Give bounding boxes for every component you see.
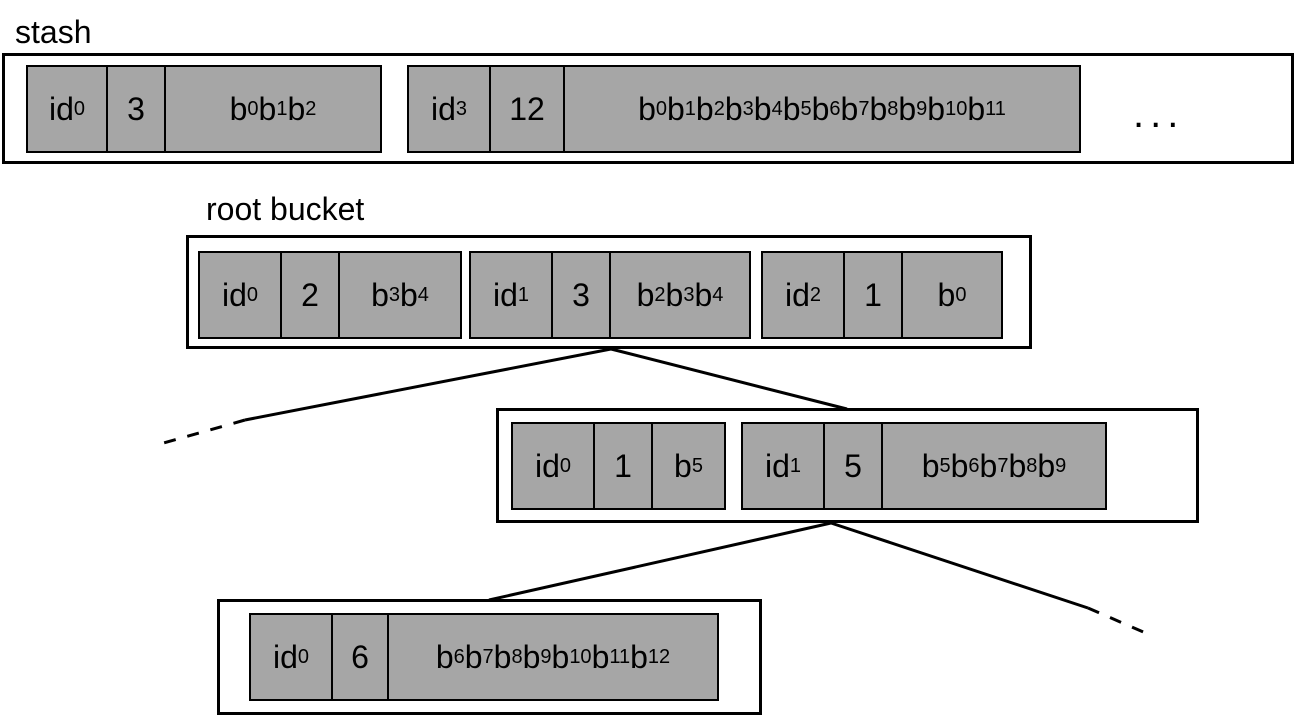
data-token-letter: b xyxy=(665,276,684,313)
stash-label: stash xyxy=(15,14,92,50)
block-id-text: id xyxy=(492,276,518,313)
data-token-letter: b xyxy=(674,447,692,484)
data-token-letter: b xyxy=(695,90,714,127)
data-token-letter: b xyxy=(950,447,969,484)
data-token-letter: b xyxy=(753,90,772,127)
link-middle-to-right xyxy=(830,521,1089,610)
data-token-letter: b xyxy=(400,276,418,313)
data-token-letter: b xyxy=(464,638,483,675)
block-count-cell: 3 xyxy=(553,253,611,337)
data-token-letter: b xyxy=(591,638,610,675)
link-middle-to-bottom xyxy=(488,521,832,602)
data-token-letter: b xyxy=(921,447,940,484)
data-token-letter: b xyxy=(979,447,998,484)
block-count-cell: 5 xyxy=(825,424,883,508)
data-token-letter: b xyxy=(967,90,986,127)
block-count-cell: 1 xyxy=(595,424,653,508)
data-token-letter: b xyxy=(927,90,946,127)
block-id-text: id xyxy=(764,447,790,484)
block-id-text: id xyxy=(48,90,74,127)
block-id-text: id xyxy=(534,447,560,484)
link-middle-right-dash xyxy=(1087,606,1149,636)
data-token-letter: b xyxy=(782,90,801,127)
data-token-letter: b xyxy=(435,638,454,675)
data-token-letter: b xyxy=(869,90,888,127)
data-token-letter: b xyxy=(937,276,956,313)
block-id-text: id xyxy=(272,638,298,675)
data-token-letter: b xyxy=(551,638,570,675)
block-count-cell: 3 xyxy=(108,67,166,151)
block-id-text: id xyxy=(784,276,810,313)
link-root-to-left xyxy=(244,347,612,422)
link-root-to-middle xyxy=(610,347,848,411)
data-token-letter: b xyxy=(811,90,830,127)
block-id-text: id xyxy=(430,90,456,127)
link-root-left-dash xyxy=(159,418,246,446)
stash-ellipsis: ... xyxy=(1133,92,1185,136)
data-token-letter: b xyxy=(287,90,306,127)
data-token-letter: b xyxy=(667,90,685,127)
data-token-letter: b xyxy=(694,276,713,313)
data-token-letter: b xyxy=(229,90,248,127)
data-token-letter: b xyxy=(724,90,743,127)
data-token-letter: b xyxy=(493,638,512,675)
root-bucket-label: root bucket xyxy=(206,191,365,227)
block-count-cell: 2 xyxy=(282,253,340,337)
data-token-letter: b xyxy=(636,276,655,313)
block-id-text: id xyxy=(221,276,247,313)
block-count-cell: 12 xyxy=(491,67,565,151)
data-token-letter: b xyxy=(630,638,648,675)
data-token-letter: b xyxy=(638,90,656,127)
data-token-letter: b xyxy=(1008,447,1027,484)
data-token-letter: b xyxy=(1037,447,1056,484)
block-count-cell: 1 xyxy=(845,253,903,337)
data-token-letter: b xyxy=(522,638,541,675)
block-count-cell: 6 xyxy=(333,615,389,699)
data-token-letter: b xyxy=(371,276,389,313)
data-token-letter: b xyxy=(258,90,277,127)
data-token-letter: b xyxy=(898,90,917,127)
data-token-letter: b xyxy=(840,90,859,127)
